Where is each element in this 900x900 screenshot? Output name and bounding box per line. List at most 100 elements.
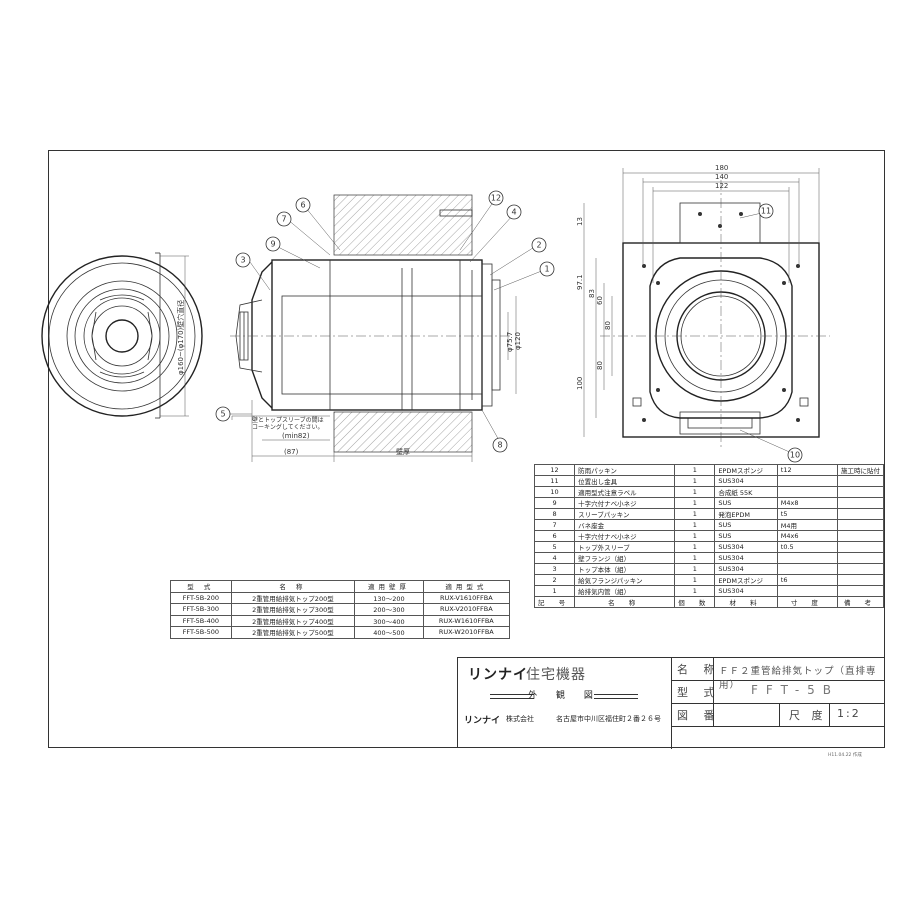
parts-cell-remarks [837,486,884,498]
dimension-min82: (min82) [282,432,310,440]
view-title: 外 観 図 [528,691,601,701]
svg-text:2: 2 [536,241,541,250]
parts-cell-name: スリーブパッキン [574,508,676,520]
parts-cell-size [776,475,839,487]
parts-cell-remarks: 施工時に貼付 [837,464,884,476]
title-row-drawing: 図 番 尺 度 1:2 [671,704,884,727]
parts-cell-no: 12 [533,464,576,476]
model-cell-model: FFT-5B-300 [170,603,232,616]
parts-cell-size [776,585,839,597]
parts-cell-no: 8 [533,508,576,520]
parts-cell-qty: 1 [674,552,716,564]
parts-cell-no: 5 [533,541,576,553]
parts-cell-material: SUS304 [714,585,778,597]
drawing-no-label: 図 番 [677,709,721,722]
parts-cell-size [776,486,839,498]
model-value: FFT-5B [751,683,840,697]
front-view [583,168,830,450]
dimension-wall-thickness: 壁厚 [396,447,410,456]
parts-cell-no: 6 [533,530,576,542]
company-suffix: 株式会社 [506,715,534,723]
caulk-note-line2: コーキングしてください。 [252,423,323,431]
svg-text:5: 5 [220,410,225,419]
balloon-9: 9 [265,236,281,252]
company-name: リンナイ [464,716,501,726]
dimension-75-7: φ75.7 [506,332,514,352]
title-row-name: 名 称 ＦＦ２重管給排気トップ（直排専用） [671,658,884,691]
parts-cell-name: 十字穴付ナベ小ネジ [574,497,676,509]
parts-cell-material: SUS304 [714,541,778,553]
balloon-4: 4 [506,204,522,220]
header-model: 型 式 [170,580,232,593]
name-value: ＦＦ２重管給排気トップ（直排専用） [719,666,877,691]
parts-cell-qty: 1 [674,464,716,476]
parts-cell-no: 11 [533,475,576,487]
parts-cell-remarks [837,563,884,575]
side-section-view [230,194,517,462]
parts-cell-size: t0.5 [776,541,839,553]
parts-cell-qty: 1 [674,519,716,531]
model-cell-wall: 200～300 [354,603,424,616]
balloon-1: 1 [539,261,555,277]
parts-cell-name: 給排気内管（組） [574,585,676,597]
parts-cell-material: SUS [714,497,778,509]
parts-cell-no: 7 [533,519,576,531]
dimension-83: 83 [588,289,596,298]
dimension-120: φ120 [514,332,522,350]
parts-cell-name: 適用型式注意ラベル [574,486,676,498]
parts-cell-name: 防雨パッキン [574,464,676,476]
company-logo: リンナイ [468,667,528,683]
model-cell-wall: 130～200 [354,591,424,604]
parts-cell-qty: 1 [674,508,716,520]
dimension-100: 100 [576,377,584,390]
parts-cell-no: 3 [533,563,576,575]
model-cell-wall: 400～500 [354,626,424,639]
dimension-wall-hole: φ160~(φ170)壁穴直径 [176,300,185,375]
model-cell-model: FFT-5B-200 [170,591,232,604]
svg-text:10: 10 [790,451,800,460]
header-qty: 個 数 [674,596,716,608]
parts-cell-material: SUS304 [714,552,778,564]
svg-text:1: 1 [544,265,549,274]
parts-cell-size: t12 [776,464,839,476]
parts-cell-size: t6 [776,574,839,586]
parts-cell-name: 位置出し金具 [574,475,676,487]
model-cell-model: FFT-5B-500 [170,626,232,639]
parts-cell-qty: 1 [674,475,716,487]
parts-cell-material: SUS [714,530,778,542]
dimension-80-lower: 80 [596,361,604,370]
dimension-97-1: 97.1 [576,274,584,290]
parts-cell-qty: 1 [674,530,716,542]
model-cell-model: FFT-5B-400 [170,614,232,627]
svg-text:4: 4 [511,208,516,217]
parts-cell-no: 4 [533,552,576,564]
parts-cell-qty: 1 [674,497,716,509]
scale-value: 1:2 [837,707,861,720]
model-cell-applicable: RUX-W1610FFBA [422,614,511,627]
svg-text:8: 8 [497,441,502,450]
parts-cell-qty: 1 [674,574,716,586]
parts-cell-name: バネ座金 [574,519,676,531]
parts-cell-remarks [837,541,884,553]
name-label: 名 称 [677,663,721,676]
svg-text:3: 3 [240,256,245,265]
parts-cell-no: 1 [533,585,576,597]
parts-cell-remarks [837,519,884,531]
wall-section-bottom [333,411,473,453]
model-label: 型 式 [677,686,721,699]
balloon-7: 7 [276,211,292,227]
parts-cell-remarks [837,574,884,586]
parts-cell-material: EPDMスポンジ [714,464,778,476]
drawing-date-stamp: H11.04.22 作成 [828,753,862,758]
model-table-header: 型 式 名 称 適用壁厚 適用型式 [170,580,511,593]
dimension-87: (87) [284,448,299,456]
